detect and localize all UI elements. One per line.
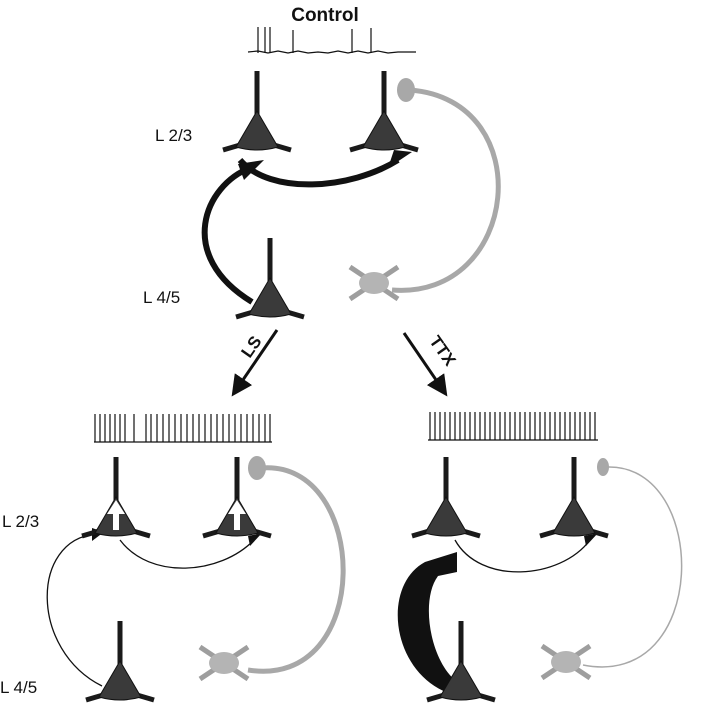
l23-recurrent-synapse-icon: [388, 150, 412, 168]
interneuron-icon: [350, 267, 398, 299]
l23-recurrent-connection: [119, 539, 255, 569]
spike-train-icon: [247, 27, 416, 54]
ttx-label: TTX: [426, 332, 460, 370]
inhibitory-connection: [582, 466, 683, 668]
l23-recurrent-connection: [454, 539, 591, 573]
control-title: Control: [291, 5, 359, 26]
interneuron-icon: [200, 647, 248, 679]
pyramidal-neuron-icon: [236, 238, 304, 317]
layer-label-l23: L 2/3: [155, 126, 192, 145]
l23-recurrent-synapse-icon: [584, 533, 598, 546]
up-arrow-icon: [228, 500, 246, 530]
l23-recurrent-connection: [237, 157, 400, 188]
ls-arrow: [231, 329, 279, 397]
up-arrow-icon: [107, 500, 125, 530]
ls-label: LS: [237, 332, 265, 361]
ls-panel: L 2/3 L 4/5: [0, 414, 346, 700]
ttx-panel: [397, 412, 683, 700]
interneuron-icon: [542, 646, 590, 678]
pyramidal-neuron-icon: [86, 621, 154, 700]
inhibitory-synapse-bouton: [397, 78, 415, 102]
inhibitory-connection: [247, 465, 346, 674]
ttx-branch: TTX: [402, 332, 460, 397]
inhibitory-connection: [391, 87, 501, 293]
ttx-arrow: [402, 332, 448, 397]
control-panel: Control L 2/3 L 4/5: [143, 5, 501, 317]
l23-recurrent-synapse-icon: [248, 533, 262, 546]
spike-train-icon: [428, 412, 598, 441]
ls-branch: LS: [231, 329, 279, 397]
spike-train-icon: [94, 414, 272, 443]
inhibitory-synapse-bouton: [248, 456, 266, 480]
l45-to-l23-connection: [201, 165, 254, 305]
l45-to-l23-connection: [46, 533, 103, 687]
layer-label-l45: L 4/5: [0, 678, 37, 697]
layer-label-l23: L 2/3: [2, 512, 39, 531]
layer-label-l45: L 4/5: [143, 288, 180, 307]
l45-to-l23-connection: [397, 552, 457, 693]
pyramidal-neuron-icon: [412, 457, 480, 536]
pyramidal-neuron-icon: [223, 71, 291, 150]
l45-to-l23-synapse-icon: [238, 160, 264, 180]
inhibitory-synapse-bouton: [597, 458, 609, 476]
